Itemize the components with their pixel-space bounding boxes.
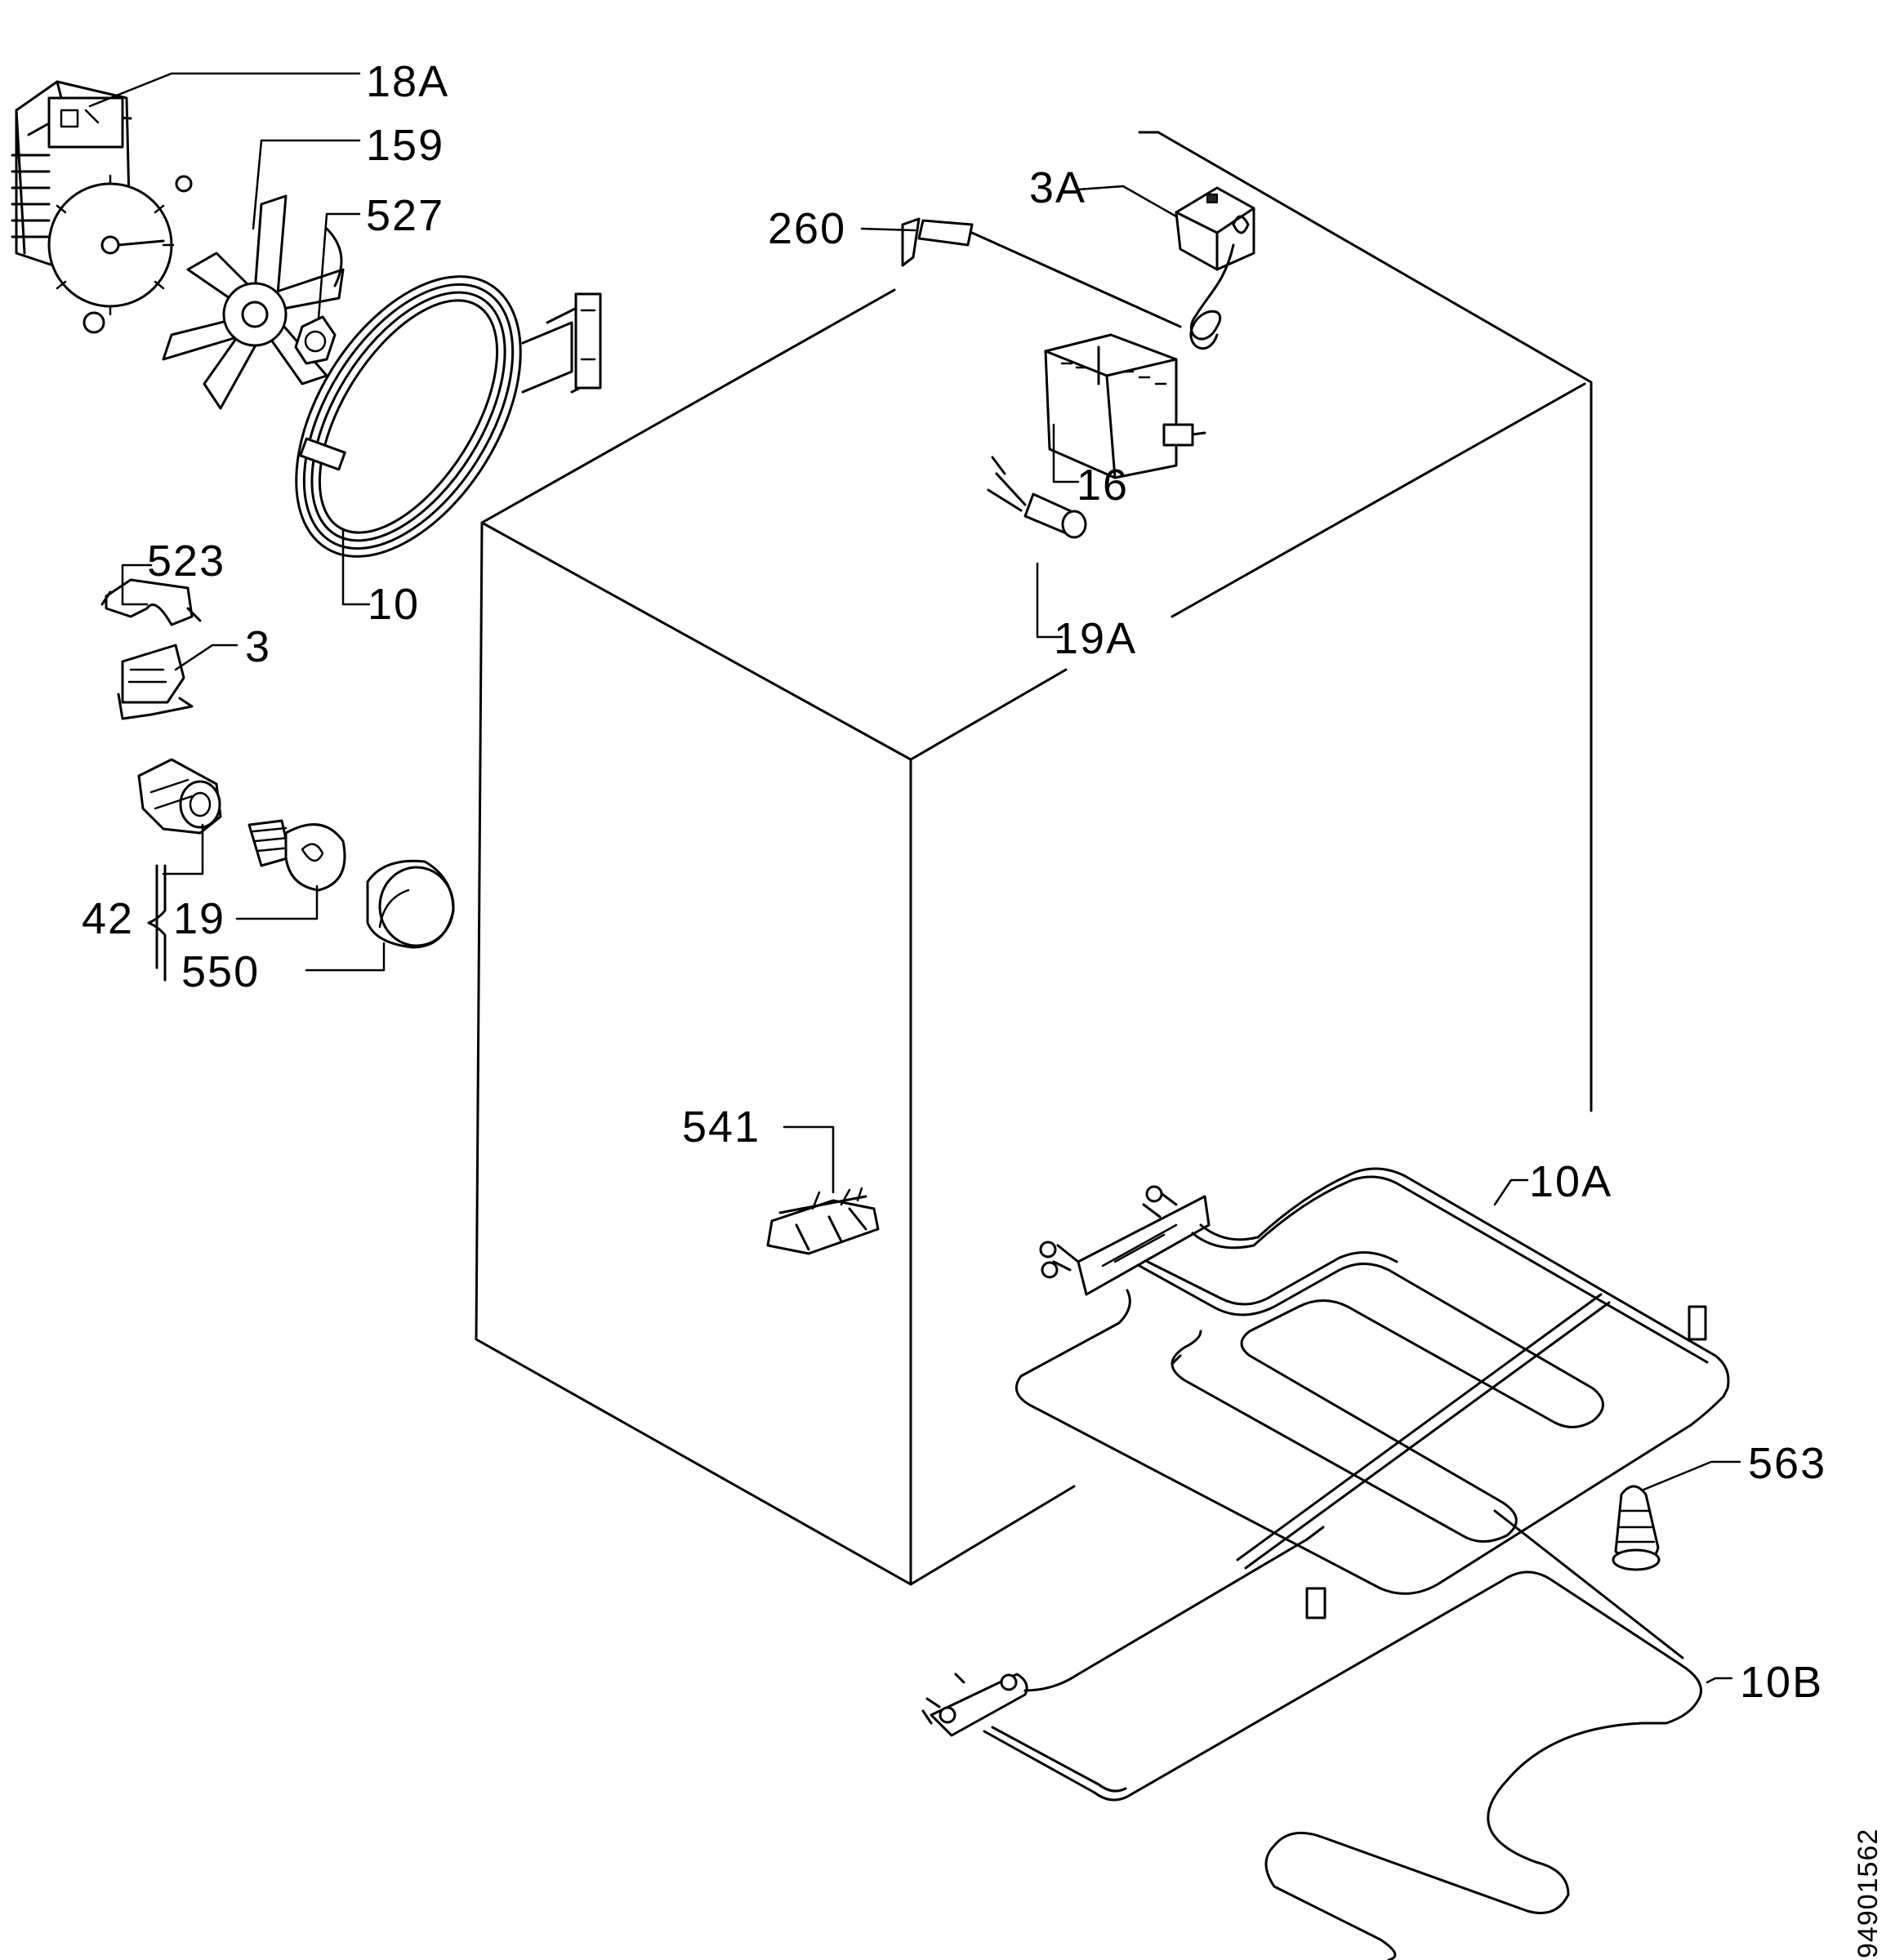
grill-element-part-10A xyxy=(1014,1167,1730,1619)
label-10B: 10B xyxy=(1740,1658,1823,1707)
selector-switch-part-16 xyxy=(1044,333,1206,479)
circular-heating-element-part-10 xyxy=(295,275,602,558)
lower-element-part-10B xyxy=(921,1509,1702,1960)
leader-lines xyxy=(88,72,1741,1684)
knob-part-563 xyxy=(1612,1485,1661,1571)
label-3A: 3A xyxy=(1029,163,1086,212)
label-19: 19 xyxy=(173,894,225,943)
label-18A: 18A xyxy=(366,57,449,106)
label-10: 10 xyxy=(368,580,420,629)
thermostat-bulb-part-260 xyxy=(901,217,1182,328)
label-541: 541 xyxy=(682,1102,760,1152)
lamp-cover-part-550 xyxy=(366,859,455,949)
label-523: 523 xyxy=(147,537,225,586)
label-260: 260 xyxy=(768,204,846,253)
fan-motor-part-18A xyxy=(11,80,193,334)
thermostat-part-3A xyxy=(1175,186,1255,350)
label-550: 550 xyxy=(181,947,260,996)
label-19A: 19A xyxy=(1054,614,1137,663)
label-527: 527 xyxy=(366,191,444,240)
label-16: 16 xyxy=(1077,461,1129,510)
label-10A: 10A xyxy=(1529,1157,1612,1206)
clip-part-523 xyxy=(100,578,202,626)
fan-nut-part-527 xyxy=(294,227,343,365)
oven-cavity-box xyxy=(475,131,1593,1586)
label-42: 42 xyxy=(82,894,134,943)
safety-thermostat-part-3 xyxy=(117,644,194,720)
lamp-bulb-part-19 xyxy=(247,819,346,892)
part-labels: 18A 159 527 260 3A 16 19A 523 3 10 42 19… xyxy=(82,57,1884,1958)
label-159: 159 xyxy=(366,121,444,170)
sensor-part-19A xyxy=(987,456,1087,539)
lamp-holder-part-42 xyxy=(137,758,222,835)
label-563: 563 xyxy=(1748,1439,1826,1488)
document-number: 94901562 xyxy=(1853,1829,1884,1958)
connector-part-541 xyxy=(766,1187,880,1255)
label-3: 3 xyxy=(245,622,271,671)
